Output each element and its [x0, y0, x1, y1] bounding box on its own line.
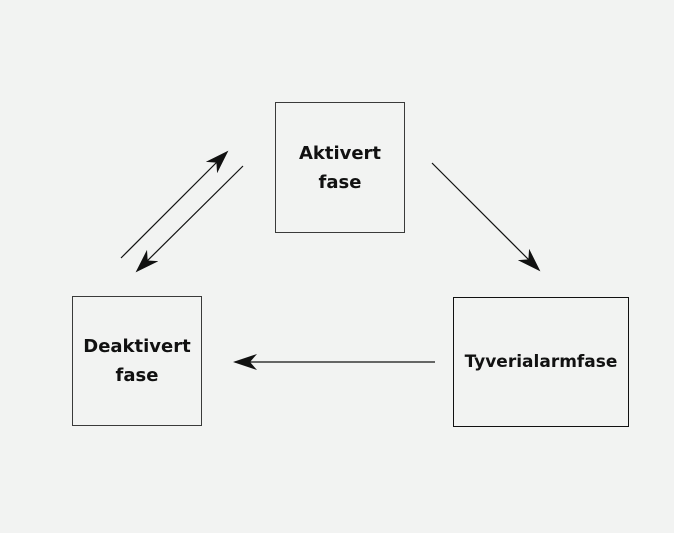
arrow-deactivated-to-active: [120, 150, 229, 259]
node-active-phase: Aktivert fase: [275, 102, 405, 233]
node-alarm-phase: Tyverialarmfase: [453, 297, 629, 427]
node-alarm-phase-label: Tyverialarmfase: [464, 351, 618, 372]
node-deactivated-phase-label: Deaktivert fase: [83, 336, 191, 386]
arrow-active-to-deactivated: [135, 165, 244, 273]
node-active-phase-label: Aktivert fase: [298, 142, 382, 193]
node-deactivated-phase: Deaktivert fase: [72, 296, 202, 426]
arrow-active-to-alarm: [431, 162, 541, 272]
